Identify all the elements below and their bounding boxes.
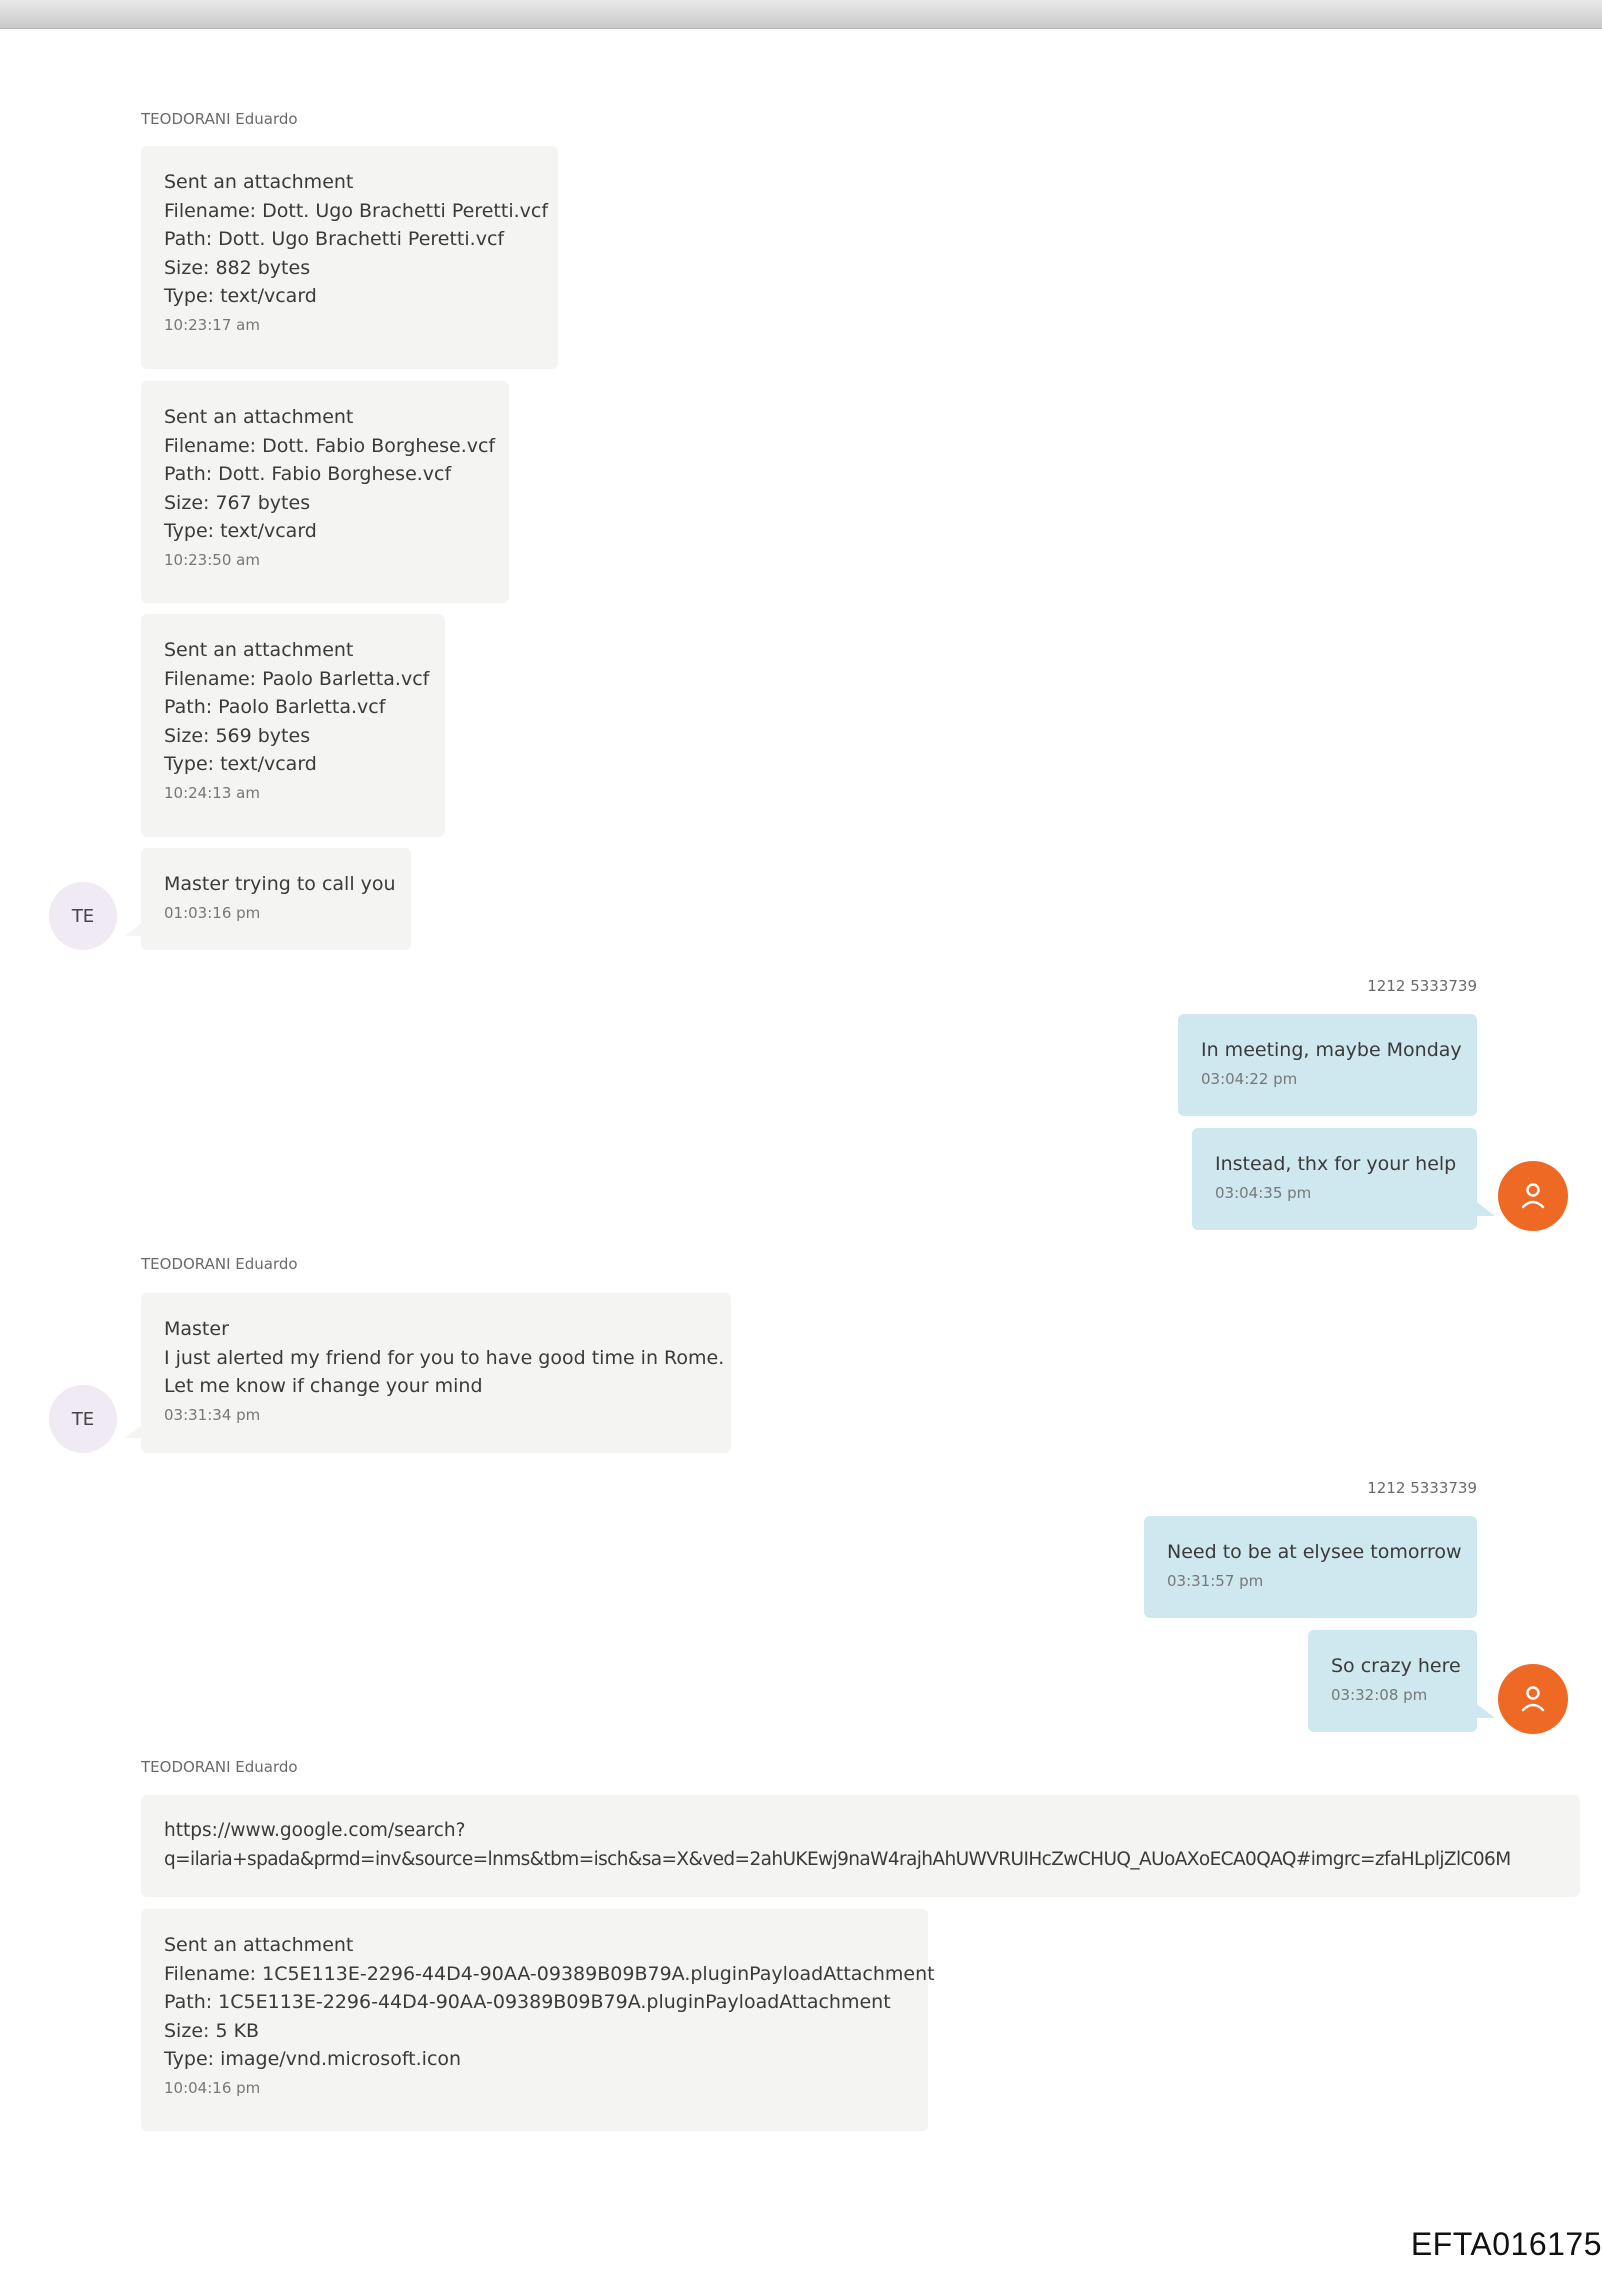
sender-name: TEODORANI Eduardo — [141, 1758, 298, 1776]
message-line: Filename: Paolo Barletta.vcf — [164, 667, 430, 690]
user-avatar-icon[interactable] — [1498, 1664, 1568, 1734]
message-line: Let me know if change your mind — [164, 1375, 483, 1397]
message-line: Filename: Dott. Fabio Borghese.vcf — [164, 434, 496, 457]
message-line: Type: text/vcard — [164, 520, 317, 542]
document-id: EFTA016175 — [1410, 2226, 1602, 2262]
contact-avatar[interactable]: TE — [49, 1385, 117, 1453]
message-line: In meeting, maybe Monday — [1201, 1039, 1462, 1061]
bubble-tail — [1477, 1704, 1495, 1718]
message-line: Path: Dott. Ugo Brachetti Peretti.vcf — [164, 228, 505, 250]
message-timestamp: 10:23:17 am — [164, 315, 260, 334]
message-line: Need to be at elysee tomorrow — [1167, 1541, 1462, 1563]
bubble-tail — [125, 922, 143, 936]
message-timestamp: 03:04:35 pm — [1215, 1183, 1312, 1202]
message-line: Size: 882 bytes — [164, 256, 311, 279]
person-icon — [1521, 1183, 1545, 1209]
message-line: Size: 5 KB — [164, 2019, 260, 2042]
message-line: Sent an attachment — [164, 639, 354, 661]
message-timestamp: 03:31:57 pm — [1167, 1571, 1264, 1590]
message-line: Filename: 1C5E113E-2296-44D4-90AA-09389B… — [164, 1962, 935, 1985]
message-line: Sent an attachment — [164, 1934, 354, 1956]
message-timestamp: 10:24:13 am — [164, 783, 260, 802]
message-link[interactable]: q=ilaria+spada&prmd=inv&source=lnms&tbm=… — [164, 1848, 1511, 1870]
sender-name: TEODORANI Eduardo — [141, 1255, 298, 1273]
person-icon — [1521, 1686, 1545, 1712]
message-bubble-outgoing[interactable]: Need to be at elysee tomorrow 03:31:57 p… — [1144, 1516, 1477, 1618]
message-bubble[interactable]: Master I just alerted my friend for you … — [141, 1293, 731, 1453]
message-timestamp: 03:32:08 pm — [1331, 1685, 1428, 1704]
message-bubble-outgoing[interactable]: Instead, thx for your help 03:04:35 pm — [1192, 1128, 1477, 1230]
message-line: Type: text/vcard — [164, 753, 317, 775]
message-bubble-attachment[interactable]: Sent an attachment Filename: Dott. Ugo B… — [141, 146, 558, 369]
message-line: Size: 767 bytes — [164, 491, 311, 514]
message-line: Sent an attachment — [164, 406, 354, 428]
bubble-tail — [1477, 1202, 1495, 1216]
message-line: I just alerted my friend for you to have… — [164, 1346, 725, 1369]
window-top-bar — [0, 0, 1602, 29]
own-number: 1212 5333739 — [1367, 977, 1477, 995]
bubble-tail — [125, 1424, 143, 1438]
message-line: Type: image/vnd.microsoft.icon — [164, 2048, 462, 2070]
message-line: Path: Paolo Barletta.vcf — [164, 696, 386, 718]
message-link[interactable]: https://www.google.com/search? — [164, 1820, 466, 1841]
own-number: 1212 5333739 — [1367, 1479, 1477, 1497]
sender-name: TEODORANI Eduardo — [141, 110, 298, 128]
message-timestamp: 03:31:34 pm — [164, 1405, 261, 1424]
message-line: Master — [164, 1318, 229, 1340]
message-timestamp: 10:04:16 pm — [164, 2078, 261, 2097]
message-timestamp: 03:04:22 pm — [1201, 1069, 1298, 1088]
message-timestamp: 10:23:50 am — [164, 550, 260, 569]
message-timestamp: 01:03:16 pm — [164, 903, 261, 922]
message-line: Sent an attachment — [164, 171, 354, 193]
message-line: Size: 569 bytes — [164, 724, 311, 747]
message-line: So crazy here — [1331, 1655, 1461, 1677]
message-bubble-link[interactable]: https://www.google.com/search? q=ilaria+… — [141, 1795, 1580, 1897]
message-line: Instead, thx for your help — [1215, 1153, 1457, 1175]
contact-avatar[interactable]: TE — [49, 882, 117, 950]
message-line: Path: Dott. Fabio Borghese.vcf — [164, 463, 452, 485]
message-bubble-attachment[interactable]: Sent an attachment Filename: Paolo Barle… — [141, 614, 445, 837]
message-line: Filename: Dott. Ugo Brachetti Peretti.vc… — [164, 199, 549, 222]
message-line: Path: 1C5E113E-2296-44D4-90AA-09389B09B7… — [164, 1991, 891, 2013]
user-avatar-icon[interactable] — [1498, 1161, 1568, 1231]
message-bubble-attachment[interactable]: Sent an attachment Filename: 1C5E113E-22… — [141, 1909, 935, 2131]
message-line: Master trying to call you — [164, 873, 396, 895]
message-line: Type: text/vcard — [164, 285, 317, 307]
message-bubble-attachment[interactable]: Sent an attachment Filename: Dott. Fabio… — [141, 381, 509, 603]
message-bubble-outgoing[interactable]: In meeting, maybe Monday 03:04:22 pm — [1178, 1014, 1477, 1116]
message-bubble[interactable]: Master trying to call you 01:03:16 pm — [141, 848, 411, 950]
message-bubble-outgoing[interactable]: So crazy here 03:32:08 pm — [1308, 1630, 1477, 1732]
